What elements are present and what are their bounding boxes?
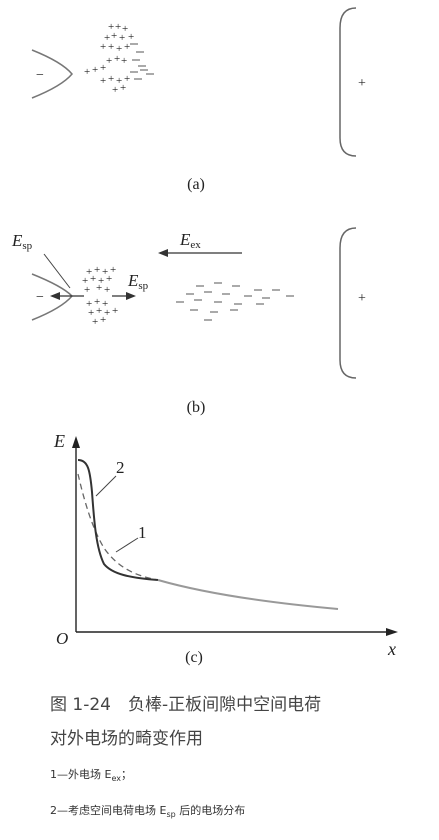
esp-left-label: Esp <box>11 231 33 252</box>
curve-2-label: 2 <box>116 458 125 477</box>
plate-electrode-b <box>339 227 357 379</box>
curve-2-distorted-field <box>77 459 159 581</box>
svg-text:+: + <box>92 316 98 328</box>
svg-text:+: + <box>124 41 130 53</box>
x-axis-label: x <box>387 639 396 659</box>
esp-left-leader <box>43 253 71 289</box>
svg-text:+: + <box>116 75 122 87</box>
svg-text:+: + <box>112 84 118 96</box>
svg-text:+: + <box>82 275 88 287</box>
curve-1-label: 1 <box>138 523 147 542</box>
panel-a-label: (a) <box>187 176 205 193</box>
svg-text:+: + <box>108 73 114 85</box>
svg-text:+: + <box>114 53 120 65</box>
svg-text:+: + <box>106 273 112 285</box>
plate-sign-b: + <box>358 291 366 306</box>
svg-text:+: + <box>128 31 134 43</box>
svg-text:+: + <box>116 43 122 55</box>
needle-electrode-a <box>31 49 73 99</box>
curve-1-external-field <box>77 473 159 581</box>
svg-text:+: + <box>108 41 114 53</box>
svg-text:+: + <box>98 275 104 287</box>
space-charge-neg-a <box>130 43 154 80</box>
curve-tail <box>157 579 339 610</box>
svg-text:+: + <box>100 75 106 87</box>
needle-sign-b: − <box>36 290 44 305</box>
svg-text:+: + <box>84 284 90 296</box>
svg-text:+: + <box>120 82 126 94</box>
svg-text:+: + <box>104 32 110 44</box>
space-charge-b: ++++ ++++ +++ +++ ++++ ++ <box>82 264 118 328</box>
svg-text:+: + <box>104 284 110 296</box>
legend-item-1: 1—外电场 Eex； <box>50 768 132 784</box>
svg-text:+: + <box>100 41 106 53</box>
svg-text:+: + <box>102 298 108 310</box>
curve-2-leader <box>95 475 117 497</box>
svg-text:+: + <box>108 21 114 33</box>
curve-1-leader <box>115 537 139 553</box>
space-charge-neg-b <box>176 282 294 321</box>
svg-text:+: + <box>96 282 102 294</box>
needle-sign-a: − <box>36 68 44 83</box>
legend-item-2: 2—考虑空间电荷电场 Esp 后的电场分布 <box>50 804 246 820</box>
svg-text:+: + <box>121 55 127 67</box>
origin-label: O <box>56 629 68 648</box>
space-charge-a: +++ ++++ ++++ +++ +++ ++++ ++ <box>84 21 134 96</box>
svg-text:+: + <box>122 23 128 35</box>
svg-text:+: + <box>86 266 92 278</box>
plate-electrode-a <box>339 7 357 157</box>
svg-text:+: + <box>90 273 96 285</box>
svg-text:+: + <box>102 266 108 278</box>
panel-b-diagram: Eex Esp − Esp ++++ ++++ +++ +++ ++++ ++ … <box>11 227 366 379</box>
svg-text:+: + <box>100 62 106 74</box>
panel-c-graph: E x O 2 1 <box>53 431 398 659</box>
svg-text:+: + <box>100 314 106 326</box>
figure-caption: 图 1-24 负棒-正板间隙中空间电荷 对外电场的畸变作用 <box>50 688 430 756</box>
svg-text:+: + <box>94 264 100 276</box>
eex-label: Eex <box>179 230 201 251</box>
panel-b-label: (b) <box>186 399 206 416</box>
y-axis-label: E <box>53 431 65 451</box>
svg-text:+: + <box>110 264 116 276</box>
svg-text:+: + <box>94 296 100 308</box>
panel-a-diagram: − +++ ++++ ++++ +++ +++ ++++ ++ + <box>31 7 366 157</box>
svg-text:+: + <box>86 298 92 310</box>
esp-right-label: Esp <box>127 271 149 292</box>
caption-line-1: 图 1-24 负棒-正板间隙中空间电荷 <box>50 695 322 715</box>
svg-text:+: + <box>92 64 98 76</box>
svg-text:+: + <box>88 307 94 319</box>
panel-c-label: (c) <box>185 649 203 666</box>
svg-text:+: + <box>112 305 118 317</box>
svg-text:+: + <box>111 30 117 42</box>
svg-text:+: + <box>115 21 121 33</box>
svg-text:+: + <box>84 66 90 78</box>
plate-sign-a: + <box>358 76 366 91</box>
svg-text:+: + <box>96 305 102 317</box>
svg-text:+: + <box>119 32 125 44</box>
svg-text:+: + <box>104 307 110 319</box>
svg-text:+: + <box>106 55 112 67</box>
caption-line-2: 对外电场的畸变作用 <box>50 729 203 749</box>
svg-text:+: + <box>124 73 130 85</box>
